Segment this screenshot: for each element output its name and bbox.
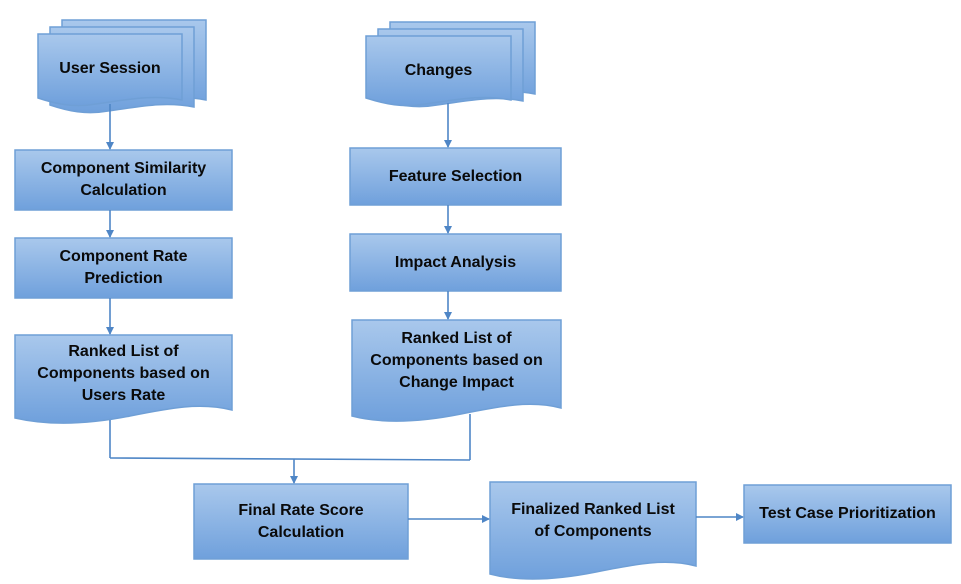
component-similarity-label: Component Similarity Calculation xyxy=(40,160,207,199)
ranked-users-rate-document xyxy=(14,334,233,424)
component-rate-prediction-label: Component Rate Prediction xyxy=(59,248,188,287)
finalized-ranked-list-document xyxy=(489,481,697,580)
feature-selection-label: Feature Selection xyxy=(388,167,523,185)
ranked-change-impact-document xyxy=(351,319,562,422)
component-rate-prediction-box xyxy=(14,237,233,299)
ranked-users-rate-label: Ranked List of Components based on Users… xyxy=(37,343,210,404)
user-session-label: User Session xyxy=(59,60,161,77)
impact-analysis-box xyxy=(349,233,562,292)
changes-label: Changes xyxy=(404,62,473,79)
component-similarity-box xyxy=(14,149,233,211)
test-case-prioritization-box xyxy=(743,484,952,544)
finalized-ranked-list-label: Finalized Ranked List of Components xyxy=(511,501,675,540)
test-case-prioritization-label: Test Case Prioritization xyxy=(759,505,936,522)
impact-analysis-label: Impact Analysis xyxy=(394,253,517,271)
user-session-multidocument xyxy=(37,19,207,114)
final-rate-score-box xyxy=(193,483,409,560)
ranked-change-impact-label: Ranked List of Components based on Chang… xyxy=(370,330,543,391)
connector-merge-line xyxy=(109,457,471,461)
feature-selection-box xyxy=(349,147,562,206)
final-rate-score-label: Final Rate Score Calculation xyxy=(238,501,364,541)
changes-multidocument xyxy=(365,21,536,108)
